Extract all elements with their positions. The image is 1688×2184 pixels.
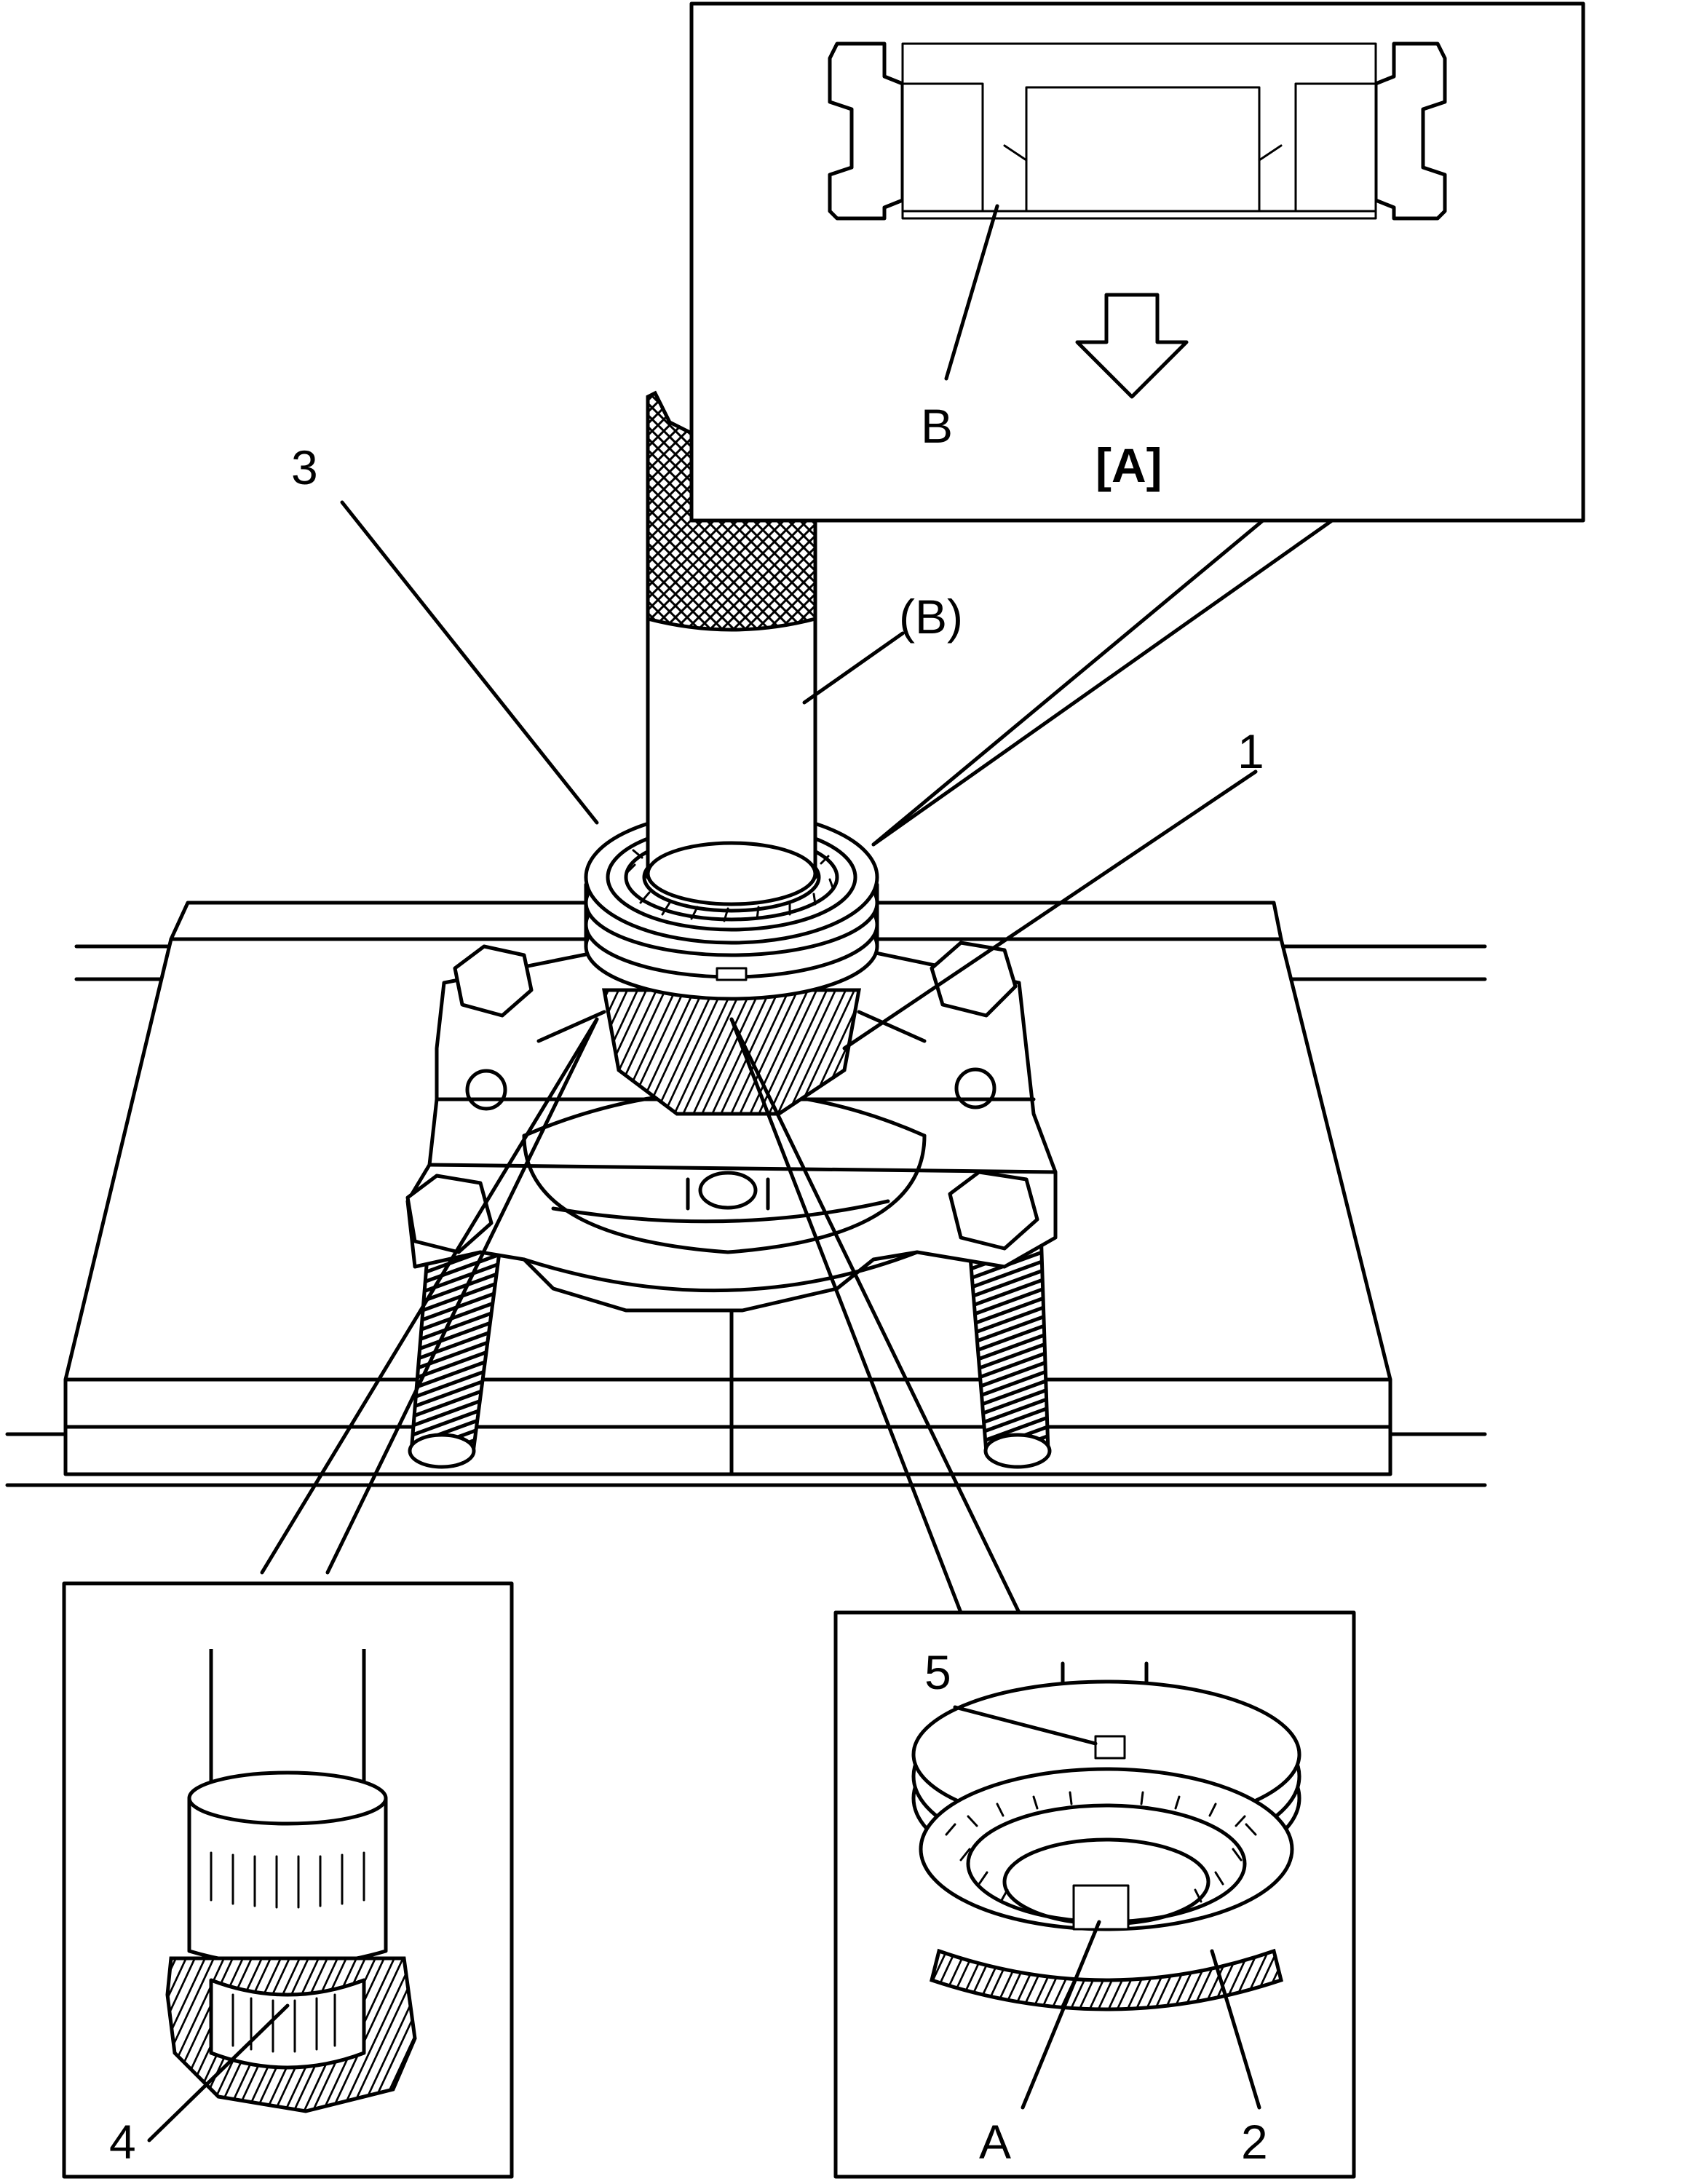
bearing-separator: [405, 941, 1058, 1313]
hub-cross-section: [828, 41, 1447, 221]
down-arrow-icon: [1075, 293, 1189, 399]
callout-label-5: 5: [924, 1645, 951, 1699]
leader-lines: [260, 500, 1334, 1615]
synchro-teeth-detail: [945, 1791, 1257, 1903]
inner-race-slots: [231, 1993, 336, 2053]
callout-label-A: A: [979, 2115, 1011, 2169]
inset-direction-view: B [A]: [689, 1, 1585, 523]
callout-label-2: 2: [1241, 2115, 1268, 2169]
callout-label-4: 4: [109, 2115, 136, 2169]
callout-label-B-inset: B: [921, 399, 953, 453]
callout-label-3: 3: [291, 440, 318, 494]
press-assembly: [5, 390, 1487, 1615]
direction-label-A: [A]: [1095, 438, 1162, 492]
needle-bearing-slots: [210, 1851, 365, 1909]
callout-label-1: 1: [1237, 724, 1264, 778]
inset-synchro-detail: 5 A 2: [833, 1610, 1356, 2179]
callout-label-B-tool: (B): [899, 590, 963, 644]
inset-shaft-detail: 4: [62, 1581, 514, 2179]
